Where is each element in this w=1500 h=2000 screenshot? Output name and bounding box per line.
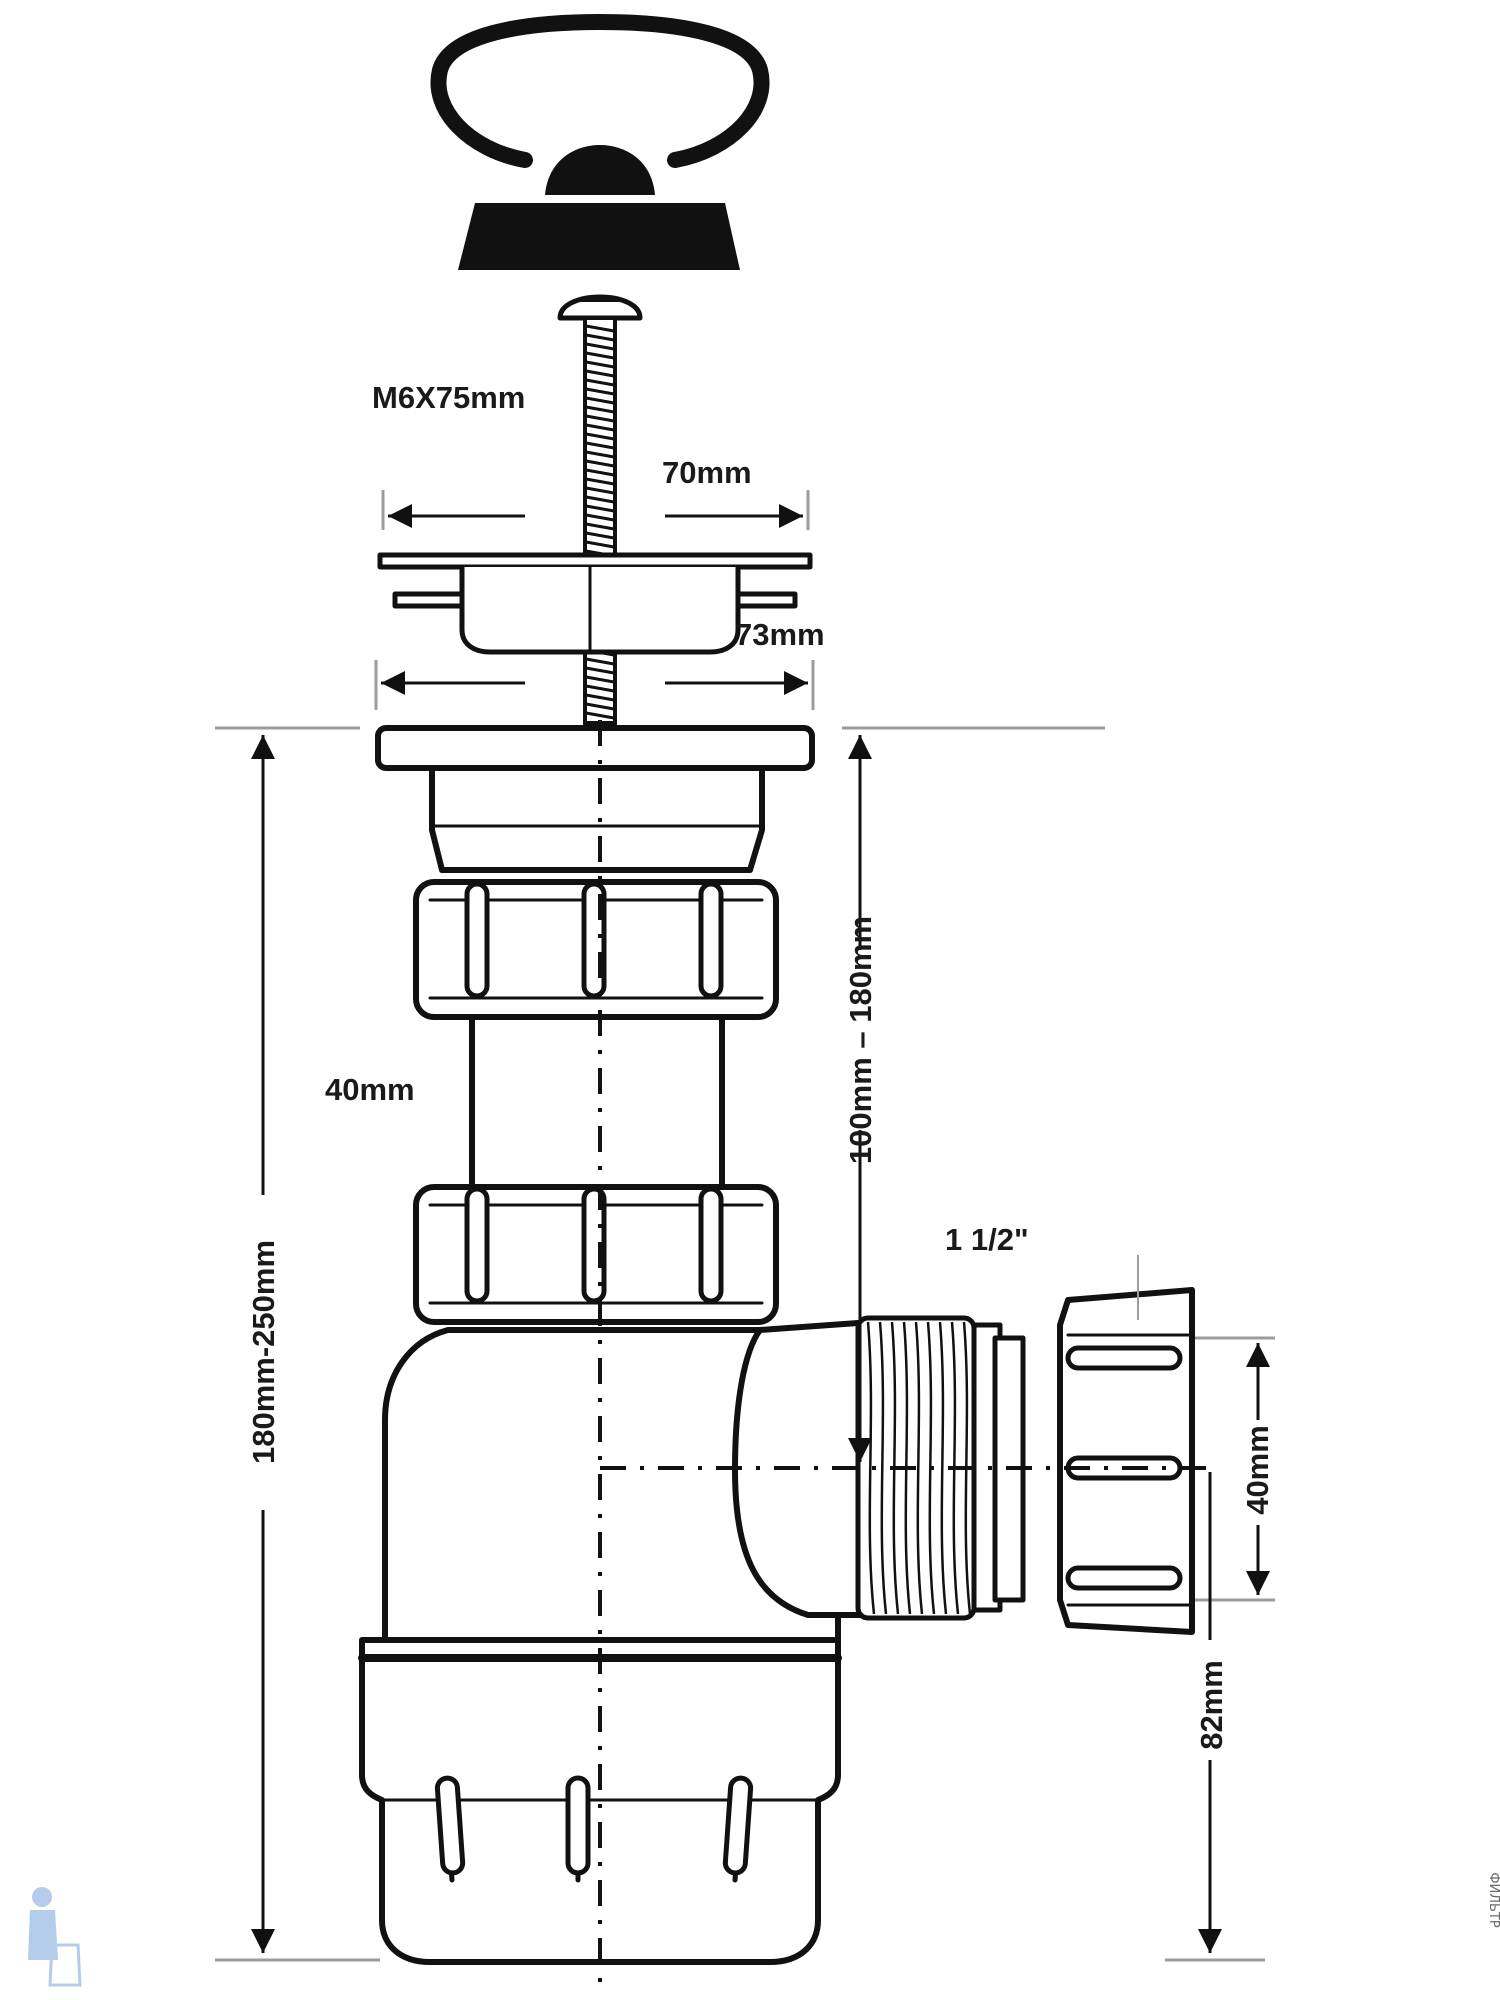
- plumber-logo: [28, 1887, 82, 1987]
- screw-thread-line: [585, 711, 615, 720]
- strainer-plate: [377, 552, 813, 655]
- dimension-180-250mm: [215, 726, 380, 1962]
- label-strainer-width: 73mm: [735, 617, 825, 652]
- screw-thread-line: [585, 459, 615, 468]
- label-thread-size: 1 1/2": [945, 1222, 1029, 1257]
- screw-thread-line: [585, 378, 615, 387]
- screw-thread-line: [585, 450, 615, 459]
- outlet-thread-line: [914, 1321, 924, 1615]
- screw-thread-line: [585, 342, 615, 351]
- screw-thread-line: [585, 540, 615, 549]
- plug-with-handle: [430, 13, 770, 270]
- screw-thread-line: [585, 396, 615, 405]
- screw-thread-line: [585, 684, 615, 693]
- trap-bowl: [359, 1315, 1003, 1658]
- label-outlet-height: 82mm: [1194, 1660, 1229, 1750]
- screw-thread-line: [585, 657, 615, 666]
- screw-thread-line: [585, 504, 615, 513]
- dimension-100-180mm: [842, 726, 1105, 1462]
- label-pipe-diameter: 40mm: [325, 1072, 415, 1107]
- screw: [557, 294, 643, 725]
- screw-thread-line: [585, 405, 615, 414]
- screw-thread-line: [585, 351, 615, 360]
- label-plate-width: 70mm: [662, 455, 752, 490]
- screw-thread-line: [585, 702, 615, 711]
- upper-nut: [413, 879, 779, 1020]
- screw-thread-line: [585, 414, 615, 423]
- center-lines: [598, 720, 1215, 1990]
- dimension-73mm: [374, 660, 815, 710]
- outlet-thread-line: [938, 1321, 948, 1615]
- screw-thread-line: [585, 477, 615, 486]
- screw-thread-line: [585, 531, 615, 540]
- screw-thread-line: [585, 513, 615, 522]
- screw-thread-line: [585, 423, 615, 432]
- lower-nut: [413, 1184, 779, 1325]
- screw-thread-line: [585, 441, 615, 450]
- screw-thread-line: [585, 369, 615, 378]
- screw-thread-line: [585, 666, 615, 675]
- screw-thread-line: [585, 360, 615, 369]
- screw-thread-line: [585, 468, 615, 477]
- screw-thread-line: [585, 522, 615, 531]
- label-adjustable-height: 100mm – 180mm: [843, 916, 878, 1164]
- trap-upper-body: [375, 725, 815, 873]
- label-screw: M6X75mm: [372, 380, 525, 415]
- label-total-height: 180mm-250mm: [246, 1240, 281, 1464]
- screw-thread-line: [585, 486, 615, 495]
- screw-thread-line: [585, 675, 615, 684]
- screw-thread-line: [585, 693, 615, 702]
- watermark-text: ФИЛЬТР: [1486, 1872, 1500, 1928]
- screw-thread-line: [585, 324, 615, 333]
- label-outlet-diameter: 40mm: [1240, 1425, 1275, 1515]
- dimension-82mm: [1165, 1472, 1265, 1962]
- screw-thread-line: [585, 495, 615, 504]
- screw-thread-line: [585, 432, 615, 441]
- screw-thread-line: [585, 387, 615, 396]
- dimension-40mm-outlet: [1195, 1336, 1275, 1602]
- union-nut: [1057, 1255, 1195, 1635]
- screw-thread-line: [585, 333, 615, 342]
- dimension-70mm: [381, 490, 810, 530]
- outlet-thread-line: [878, 1321, 888, 1615]
- outlet-thread-line: [866, 1321, 876, 1615]
- extension-tube: [469, 1014, 725, 1190]
